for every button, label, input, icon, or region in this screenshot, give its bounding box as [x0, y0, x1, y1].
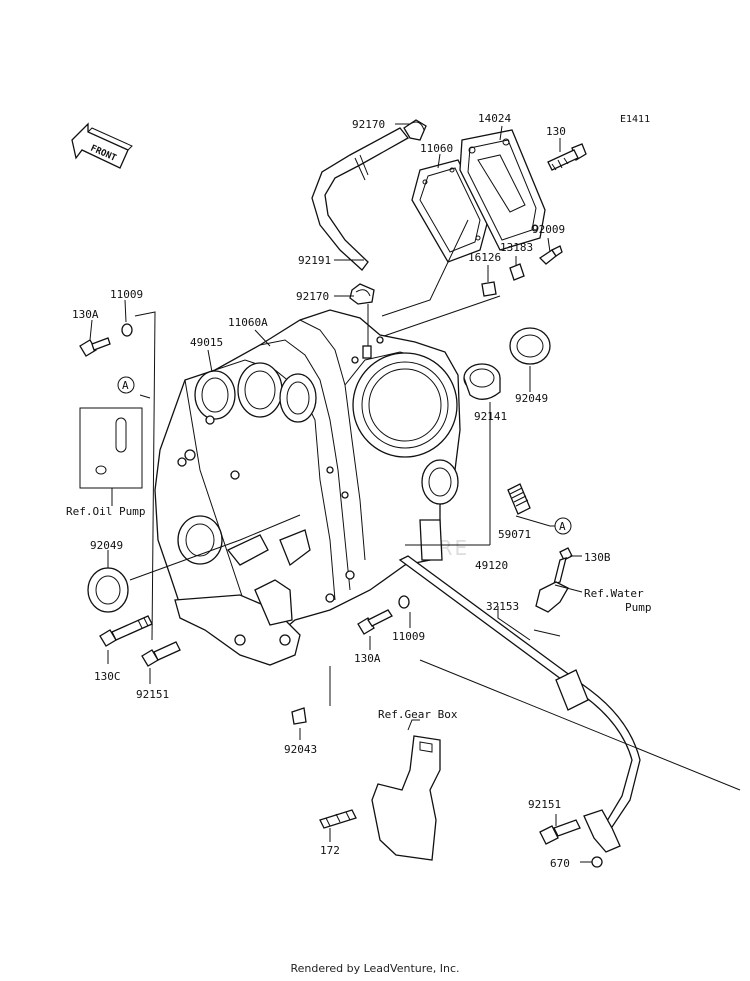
label-13183: 13183 [500, 241, 533, 254]
label-92049-right: 92049 [515, 392, 548, 405]
breather-hose [311, 127, 409, 271]
ref-water-pump-line1: Ref.Water [584, 587, 644, 600]
label-32153: 32153 [486, 600, 519, 613]
label-11009-mid: 11009 [392, 630, 425, 643]
ref-water-pump-line2: Pump [625, 601, 652, 614]
ref-oil-pump: Ref.Oil Pump [66, 505, 145, 518]
oil-seal-92049-left [87, 567, 129, 613]
oil-seal-92049-right [509, 327, 551, 365]
bolt-130 [547, 143, 587, 171]
pin-16126 [481, 281, 497, 297]
label-92009: 92009 [532, 223, 565, 236]
front-arrow: FRONT [71, 122, 133, 169]
label-172: 172 [320, 844, 340, 857]
stud-92151-right [539, 819, 581, 845]
label-92170-top: 92170 [352, 118, 385, 131]
pipe-end-fitting [583, 809, 621, 853]
crankcase-body [154, 309, 461, 666]
ref-gear-box: Ref.Gear Box [378, 708, 458, 721]
label-11060: 11060 [420, 142, 453, 155]
callout-a-right: A [554, 517, 572, 535]
washer-11009-left [121, 323, 133, 337]
label-670: 670 [550, 857, 570, 870]
bolt-130A-mid [357, 609, 393, 635]
gear-box-bracket [371, 735, 441, 861]
label-11060A: 11060A [228, 316, 268, 329]
label-130C: 130C [94, 670, 121, 683]
callout-a-left: A [117, 376, 135, 394]
breather-nipple [362, 345, 372, 359]
callout-a-right-label: A [559, 520, 566, 533]
oil-pump-ref-box [79, 407, 143, 489]
clamp-92170-mid [349, 283, 375, 305]
callout-a-left-label: A [122, 379, 129, 392]
label-92170-mid: 92170 [296, 290, 329, 303]
label-130: 130 [546, 125, 566, 138]
label-14024: 14024 [478, 112, 511, 125]
bushing-92141 [463, 363, 501, 400]
label-130A-left: 130A [72, 308, 99, 321]
label-130B: 130B [584, 551, 611, 564]
oring-670 [591, 856, 603, 868]
reference-labels: Ref.Oil Pump Ref.Water Pump Ref.Gear Box [66, 505, 652, 721]
filter-59071 [507, 483, 531, 515]
dowel-92043 [291, 707, 307, 725]
cover-14024 [459, 129, 546, 251]
label-49120: 49120 [475, 559, 508, 572]
diagram-code: E1411 [620, 114, 650, 125]
label-92049-left: 92049 [90, 539, 123, 552]
label-92151-right: 92151 [528, 798, 561, 811]
washer-11009-mid [398, 595, 410, 609]
label-49015: 49015 [190, 336, 223, 349]
bolt-130C [99, 615, 153, 647]
label-92043: 92043 [284, 743, 317, 756]
bolt-130A-left [79, 337, 111, 357]
bolt-130B [553, 547, 573, 585]
label-59071: 59071 [498, 528, 531, 541]
stud-172 [319, 809, 357, 829]
footer-credit: Rendered by LeadVenture, Inc. [290, 962, 460, 975]
stud-92151-left [141, 641, 181, 667]
screw-92009 [538, 245, 563, 265]
label-130A-mid: 130A [354, 652, 381, 665]
label-92191: 92191 [298, 254, 331, 267]
water-pump-clamp [535, 581, 569, 613]
clamp-92170-top [403, 119, 427, 141]
leader-lines [89, 123, 741, 863]
collar-13183 [509, 263, 525, 281]
label-92151-left: 92151 [136, 688, 169, 701]
part-labels: E1411 92170 14024 130 11060 92009 13183 … [72, 112, 650, 870]
label-11009-left: 11009 [110, 288, 143, 301]
label-16126: 16126 [468, 251, 501, 264]
label-92141: 92141 [474, 410, 507, 423]
